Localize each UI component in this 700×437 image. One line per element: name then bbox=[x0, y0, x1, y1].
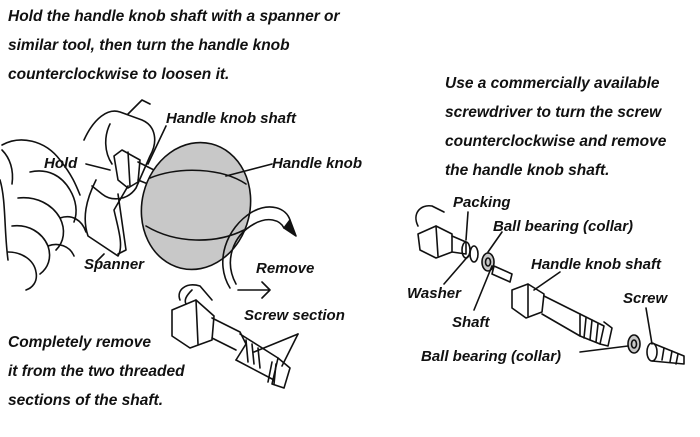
right-shaft-assembly bbox=[415, 204, 467, 259]
ball-bearing-bottom bbox=[627, 334, 641, 354]
label-screw-section: Screw section bbox=[244, 307, 345, 324]
rotation-arrow bbox=[221, 206, 297, 299]
label-remove: Remove bbox=[256, 260, 315, 277]
packing-rings bbox=[461, 241, 479, 263]
handle-knob-shaft-right bbox=[511, 283, 613, 347]
label-handle-knob-shaft: Handle knob shaft bbox=[166, 110, 297, 127]
label-ball-bearing-top: Ball bearing (collar) bbox=[493, 218, 634, 235]
step3-line: sections of the shaft. bbox=[8, 392, 164, 409]
screw-part bbox=[646, 342, 685, 365]
shaft-screw-section bbox=[171, 284, 291, 389]
step1-line: similar tool, then turn the handle knob bbox=[8, 37, 290, 54]
hand-illustration bbox=[0, 139, 87, 291]
step2-instructions: Use a commercially available screwdriver… bbox=[445, 69, 666, 185]
label-handle-knob: Handle knob bbox=[272, 155, 363, 172]
step2-line: Use a commercially available bbox=[445, 75, 660, 92]
handle-knob-shape bbox=[140, 141, 252, 271]
step2-line: the handle knob shaft. bbox=[445, 162, 610, 179]
step1-instructions: Hold the handle knob shaft with a spanne… bbox=[8, 2, 340, 89]
label-screw: Screw bbox=[623, 290, 668, 307]
step3-instructions: Completely remove it from the two thread… bbox=[8, 328, 185, 415]
step1-line: counterclockwise to loosen it. bbox=[8, 66, 230, 83]
label-handle-knob-shaft-right: Handle knob shaft bbox=[531, 256, 662, 273]
label-spanner: Spanner bbox=[84, 256, 145, 273]
ball-bearing-top bbox=[481, 252, 495, 272]
step3-line: it from the two threaded bbox=[8, 363, 185, 380]
step2-line: screwdriver to turn the screw bbox=[445, 104, 662, 121]
label-hold: Hold bbox=[44, 155, 78, 172]
label-shaft: Shaft bbox=[452, 314, 490, 331]
step1-line: Hold the handle knob shaft with a spanne… bbox=[8, 8, 340, 25]
label-packing: Packing bbox=[453, 194, 511, 211]
step3-line: Completely remove bbox=[8, 334, 151, 351]
label-washer: Washer bbox=[407, 285, 461, 302]
label-ball-bearing-bottom: Ball bearing (collar) bbox=[421, 348, 562, 365]
shaft-short bbox=[491, 265, 513, 283]
spanner-illustration bbox=[83, 99, 156, 263]
step2-line: counterclockwise and remove bbox=[445, 133, 667, 150]
